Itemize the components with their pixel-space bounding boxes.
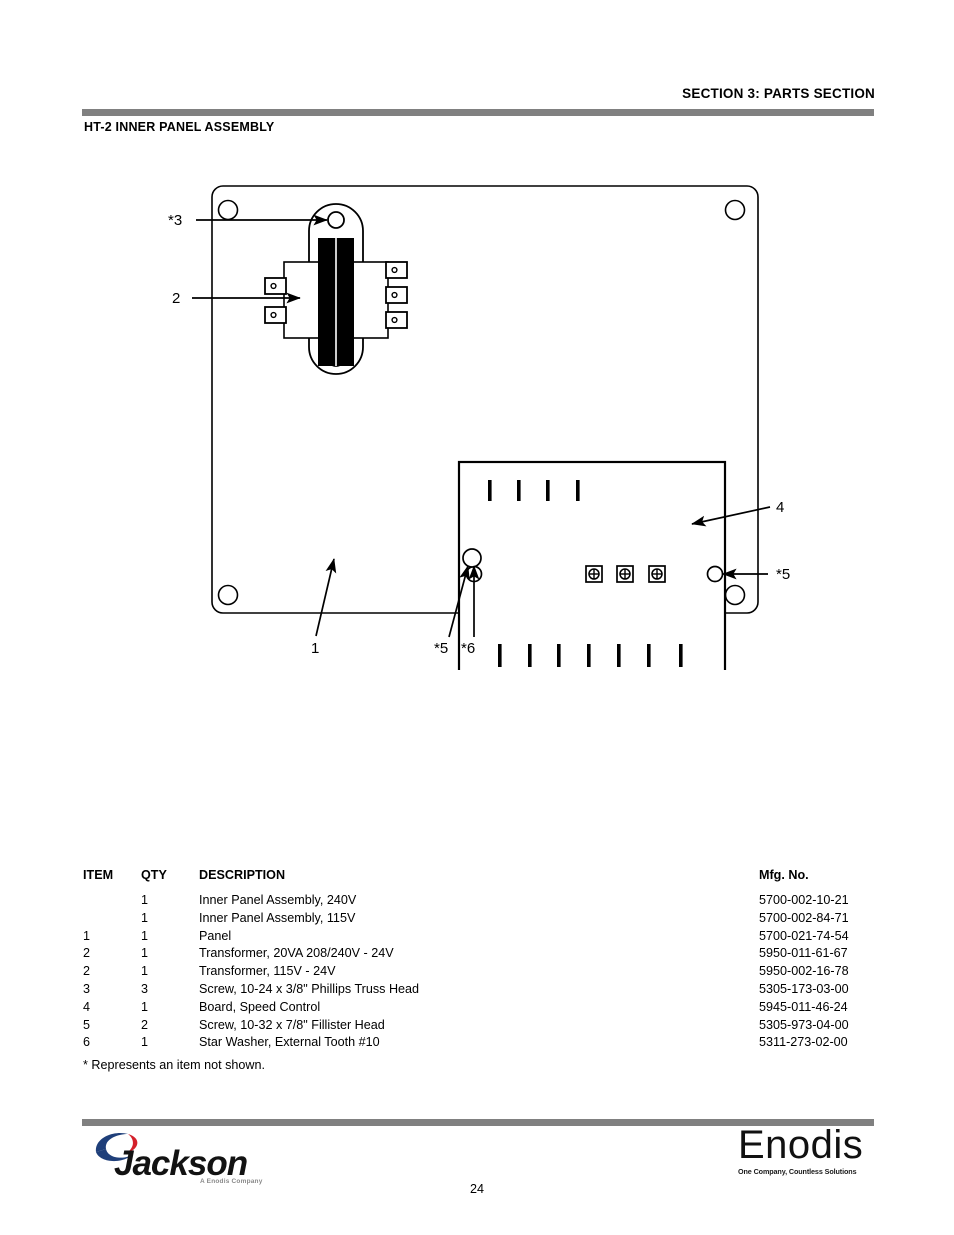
cell-qty: 1: [141, 928, 149, 943]
cell-qty: 1: [141, 964, 149, 979]
table-row: 2 1 Transformer, 20VA 208/240V - 24V 5950-0…: [83, 945, 873, 963]
cell-item: 4: [83, 999, 91, 1014]
board-bottom-tabs: [498, 644, 683, 667]
footnote: * Represents an item not shown.: [83, 1058, 266, 1072]
cell-description: Transformer, 115V - 24V: [199, 964, 336, 979]
callout-4-label: 4: [776, 499, 784, 516]
leader-1: [315, 558, 337, 637]
cell-mfg-no: 5305-173-03-00: [759, 981, 849, 996]
callout-2-label: 2: [172, 290, 180, 307]
cell-description: Screw, 10-32 x 7/8" Fillister Head: [199, 1017, 385, 1032]
table-header-row: ITEM QTY DESCRIPTION Mfg. No.: [83, 868, 873, 892]
cell-description: Transformer, 20VA 208/240V - 24V: [199, 946, 394, 961]
callout-3-label: *3: [168, 212, 182, 229]
cell-qty: 1: [141, 999, 149, 1014]
jackson-wordmark: Jackson: [114, 1144, 248, 1183]
parts-diagram: *3 2 4 *5 1 *5 *6: [0, 170, 954, 670]
cell-qty: 1: [141, 910, 149, 925]
cell-mfg-no: 5945-011-46-24: [759, 999, 848, 1014]
cell-qty: 1: [141, 893, 149, 907]
enodis-logo: Enodis One Company, Countless Solutions: [738, 1124, 878, 1186]
cell-qty: 2: [141, 1017, 149, 1032]
callout-1-label: 1: [311, 640, 319, 657]
board-screw-pads: [585, 565, 666, 583]
cell-description: Inner Panel Assembly, 240V: [199, 893, 357, 907]
cell-mfg-no: 5305-973-04-00: [759, 1017, 849, 1032]
cell-mfg-no: 5700-002-10-21: [759, 893, 849, 907]
cell-mfg-no: 5700-021-74-54: [759, 928, 849, 943]
callout-5-bottom-label: *5: [434, 640, 448, 657]
table-row: 3 3 Screw, 10-24 x 3/8" Phillips Truss Hea…: [83, 981, 873, 999]
callout-5-right-label: *5: [776, 566, 790, 583]
column-header-mfg-no: Mfg. No.: [759, 868, 809, 882]
jackson-logo: Jackson A Enodis Company: [88, 1130, 288, 1192]
cell-description: Inner Panel Assembly, 115V: [199, 910, 356, 925]
cell-mfg-no: 5950-002-16-78: [759, 964, 849, 979]
cell-item: 6: [83, 1035, 91, 1050]
cell-item: 1: [83, 928, 91, 943]
board-top-tabs: [488, 480, 580, 501]
cell-item: [83, 892, 141, 910]
cell-item: 2: [83, 946, 91, 961]
enodis-wordmark: Enodis: [738, 1123, 864, 1167]
cell-item: [83, 910, 141, 928]
transformer-left-terminals: [264, 277, 287, 324]
cell-qty: 1: [141, 1035, 149, 1050]
cell-description: Screw, 10-24 x 3/8" Phillips Truss Head: [199, 981, 420, 996]
table-row: 1 Inner Panel Assembly, 115V 5700-002-84-7…: [83, 910, 873, 928]
table-row: 5 2 Screw, 10-32 x 7/8" Fillister Head 5305…: [83, 1017, 873, 1035]
leader-5-bottom: [448, 565, 470, 638]
speed-control-board: [457, 460, 727, 670]
cell-mfg-no: 5950-011-61-67: [759, 946, 848, 961]
table-row: 1 Inner Panel Assembly, 240V 5700-002-10-2…: [83, 892, 873, 910]
jackson-tagline: A Enodis Company: [200, 1178, 263, 1185]
cell-mfg-no: 5700-002-84-71: [759, 910, 849, 925]
transformer-assembly: [264, 203, 408, 375]
table-row: 2 1 Transformer, 115V - 24V 5950-002-16-78: [83, 963, 873, 981]
leader-4: [691, 506, 771, 527]
footer-divider: [82, 1119, 874, 1126]
jackson-swoosh-icon: [95, 1132, 138, 1162]
column-header-qty: QTY: [141, 868, 167, 882]
cell-description: Board, Speed Control: [199, 999, 321, 1014]
table-row: 1 1 Panel 5700-021-74-54: [83, 928, 873, 946]
table-row: 4 1 Board, Speed Control 5945-011-46-24: [83, 999, 873, 1017]
page-number: 24: [469, 1182, 484, 1196]
cell-item: 2: [83, 964, 91, 979]
section-title: SECTION 3: PARTS SECTION: [682, 86, 875, 101]
callout-6-label: *6: [461, 640, 475, 657]
page-title: HT-2 INNER PANEL ASSEMBLY: [84, 120, 275, 134]
enodis-tagline: One Company, Countless Solutions: [738, 1167, 857, 1176]
cell-mfg-no: 5311-273-02-00: [759, 1035, 848, 1050]
washer-circle: [462, 548, 482, 568]
cell-item: 3: [83, 981, 91, 996]
cell-description: Panel: [199, 928, 232, 943]
transformer-right-terminals: [385, 261, 408, 329]
column-header-description: DESCRIPTION: [199, 868, 286, 882]
column-header-item: ITEM: [83, 868, 114, 882]
cell-description: Star Washer, External Tooth #10: [199, 1035, 380, 1050]
cell-qty: 3: [141, 981, 149, 996]
cell-item: 5: [83, 1017, 91, 1032]
header-divider: [82, 109, 874, 116]
table-row: 6 1 Star Washer, External Tooth #10 5311-27…: [83, 1034, 873, 1052]
cell-qty: 1: [141, 946, 149, 961]
